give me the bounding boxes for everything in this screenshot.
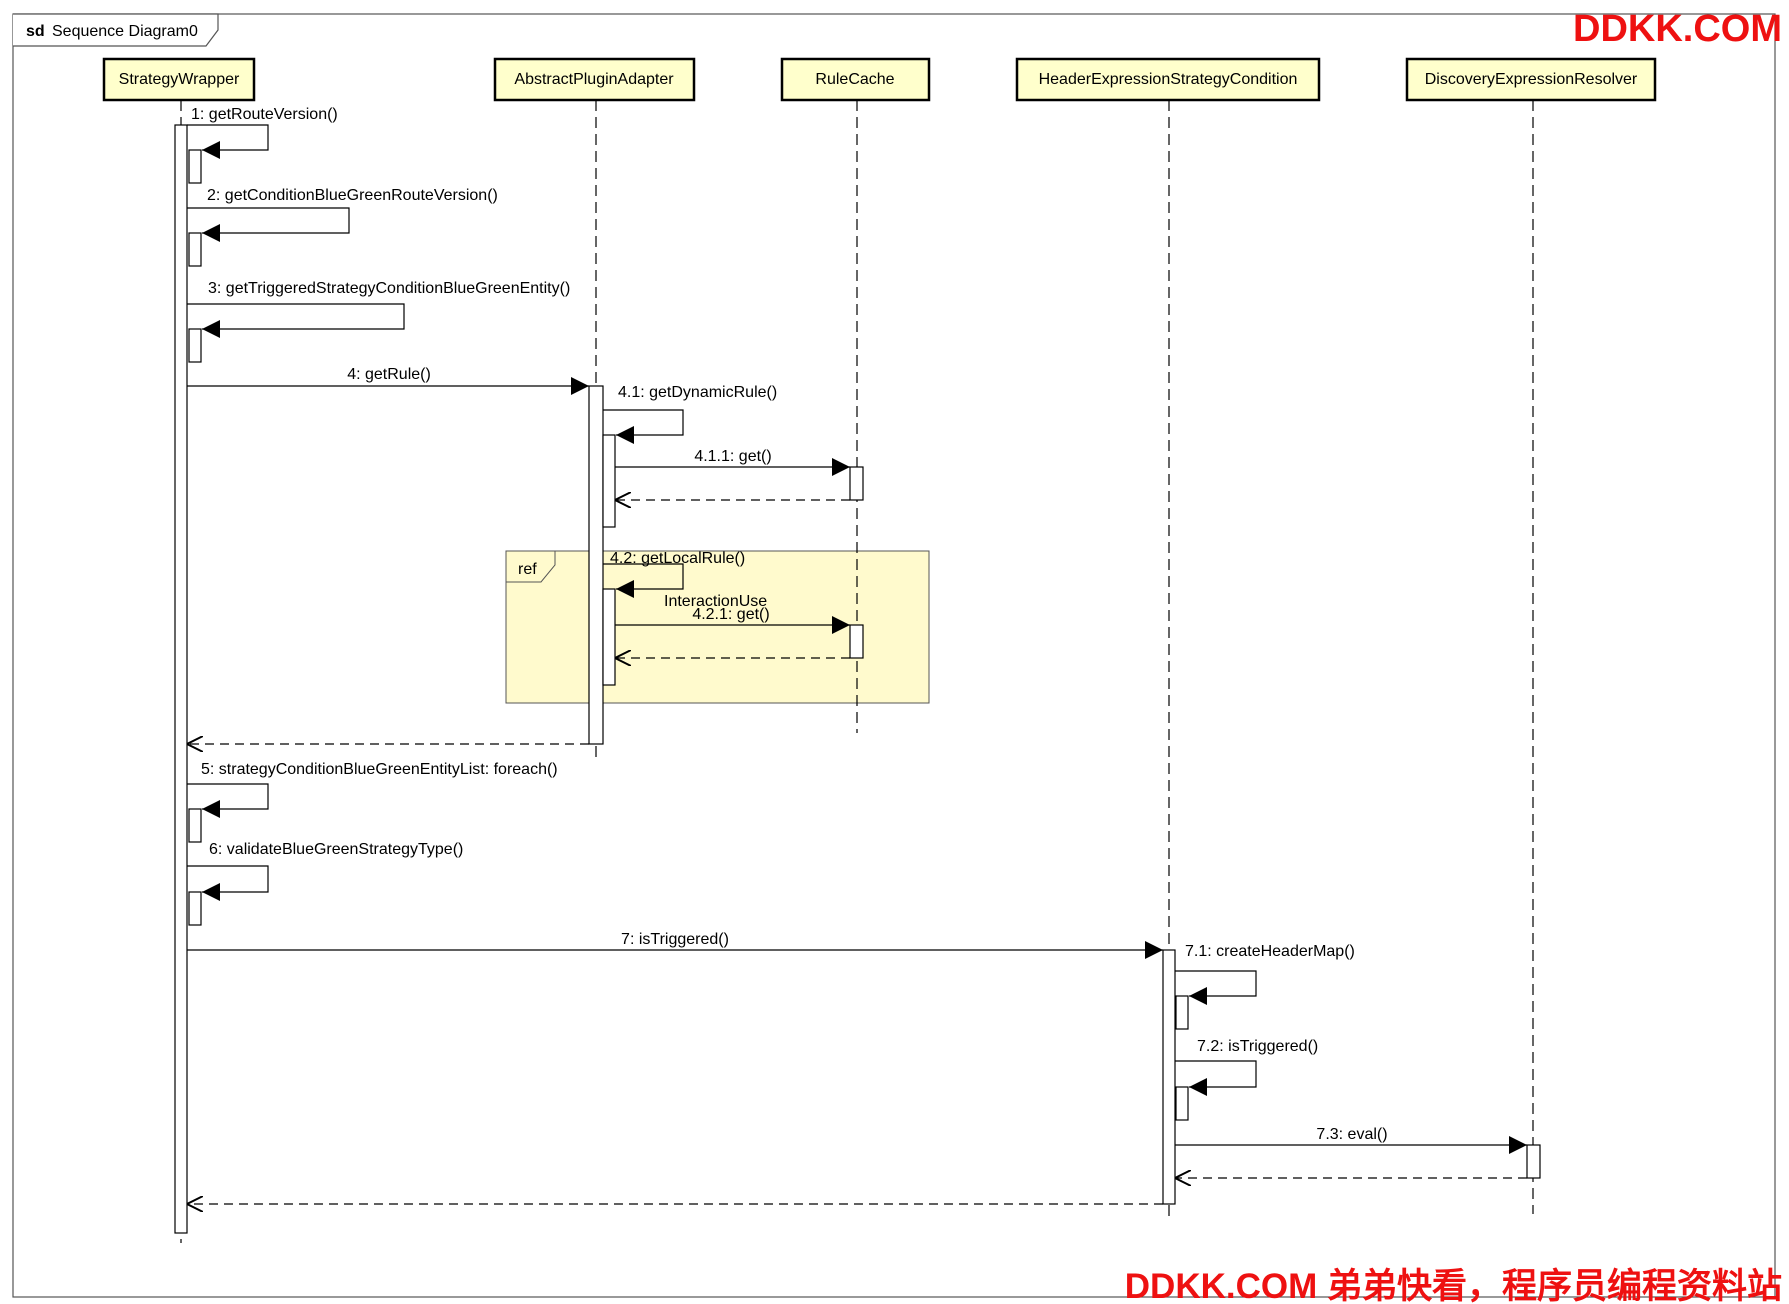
messages: [187, 124, 1527, 1204]
interaction-use[interactable]: ref InteractionUse: [505, 550, 930, 704]
activation-apa-main: [588, 385, 604, 745]
interaction-use-keyword: ref: [518, 561, 537, 578]
message-2-arrow: [187, 207, 350, 242]
watermark-bottom: DDKK.COM 弟弟快看，程序员编程资料站: [1125, 1267, 1782, 1304]
activation-sw-self-5: [188, 808, 202, 843]
message-3-label: 3: getTriggeredStrategyConditionBlueGree…: [208, 280, 570, 297]
message-4-1-1-label: 4.1.1: get(): [694, 448, 771, 465]
frame-title: Sequence Diagram0: [52, 23, 198, 40]
participant-discovery-expression-resolver[interactable]: DiscoveryExpressionResolver: [1405, 57, 1657, 102]
message-4-1-label: 4.1: getDynamicRule(): [618, 384, 777, 401]
message-7-2-label: 7.2: isTriggered(): [1197, 1038, 1318, 1055]
message-4-2-arrow: [603, 563, 684, 598]
message-4-2-label: 4.2: getLocalRule(): [610, 550, 745, 567]
message-2-label: 2: getConditionBlueGreenRouteVersion(): [207, 187, 498, 204]
message-4-2-1-label: 4.2.1: get(): [692, 606, 769, 623]
participant-rule-cache[interactable]: RuleCache: [780, 57, 931, 102]
message-7-label: 7: isTriggered(): [621, 931, 729, 948]
message-4-label: 4: getRule(): [347, 366, 431, 383]
participant-label: StrategyWrapper: [119, 71, 240, 88]
participant-header-expression-strategy-condition[interactable]: HeaderExpressionStrategyCondition: [1015, 57, 1321, 102]
message-6-label: 6: validateBlueGreenStrategyType(): [209, 841, 463, 858]
message-1-arrow: [187, 124, 269, 159]
activation-sw-self-6: [188, 891, 202, 926]
activation-apa-self-41: [602, 434, 616, 528]
participant-abstract-plugin-adapter[interactable]: AbstractPluginAdapter: [493, 57, 696, 102]
message-labels: 1: getRouteVersion() 2: getConditionBlue…: [191, 106, 1388, 1143]
frame-keyword: sd: [26, 23, 45, 40]
participant-label: RuleCache: [815, 71, 894, 88]
message-5-arrow: [187, 783, 269, 818]
interaction-use-name: InteractionUse: [664, 593, 767, 610]
lifelines: [180, 100, 1534, 1243]
activation-hesc-self-71: [1175, 995, 1189, 1030]
activation-sw-main: [174, 124, 188, 1234]
participant-strategy-wrapper[interactable]: StrategyWrapper: [102, 57, 256, 102]
message-4-1-arrow: [603, 409, 684, 444]
activation-apa-self-42: [602, 588, 616, 686]
watermark-top: DDKK.COM: [1573, 8, 1782, 50]
message-7-2-arrow: [1175, 1060, 1257, 1096]
activation-rc-1: [849, 466, 864, 501]
message-6-arrow: [187, 865, 269, 901]
activation-sw-self-1: [188, 149, 202, 184]
diagram-frame: sd Sequence Diagram0: [12, 13, 1776, 1298]
activation-sw-self-2: [188, 232, 202, 267]
participant-label: DiscoveryExpressionResolver: [1425, 71, 1638, 88]
message-5-label: 5: strategyConditionBlueGreenEntityList:…: [201, 761, 558, 778]
message-7-3-label: 7.3: eval(): [1316, 1126, 1387, 1143]
activation-rc-2: [849, 624, 864, 659]
activations: [174, 124, 1541, 1234]
participant-label: HeaderExpressionStrategyCondition: [1039, 71, 1298, 88]
activation-hesc-main: [1162, 949, 1176, 1205]
message-7-1-arrow: [1175, 970, 1257, 1005]
message-1-label: 1: getRouteVersion(): [191, 106, 338, 123]
activation-hesc-self-72: [1175, 1086, 1189, 1121]
activation-sw-self-3: [188, 328, 202, 363]
participant-label: AbstractPluginAdapter: [514, 71, 674, 88]
message-7-1-label: 7.1: createHeaderMap(): [1185, 943, 1355, 960]
activation-der: [1526, 1144, 1541, 1179]
message-3-arrow: [187, 303, 405, 338]
